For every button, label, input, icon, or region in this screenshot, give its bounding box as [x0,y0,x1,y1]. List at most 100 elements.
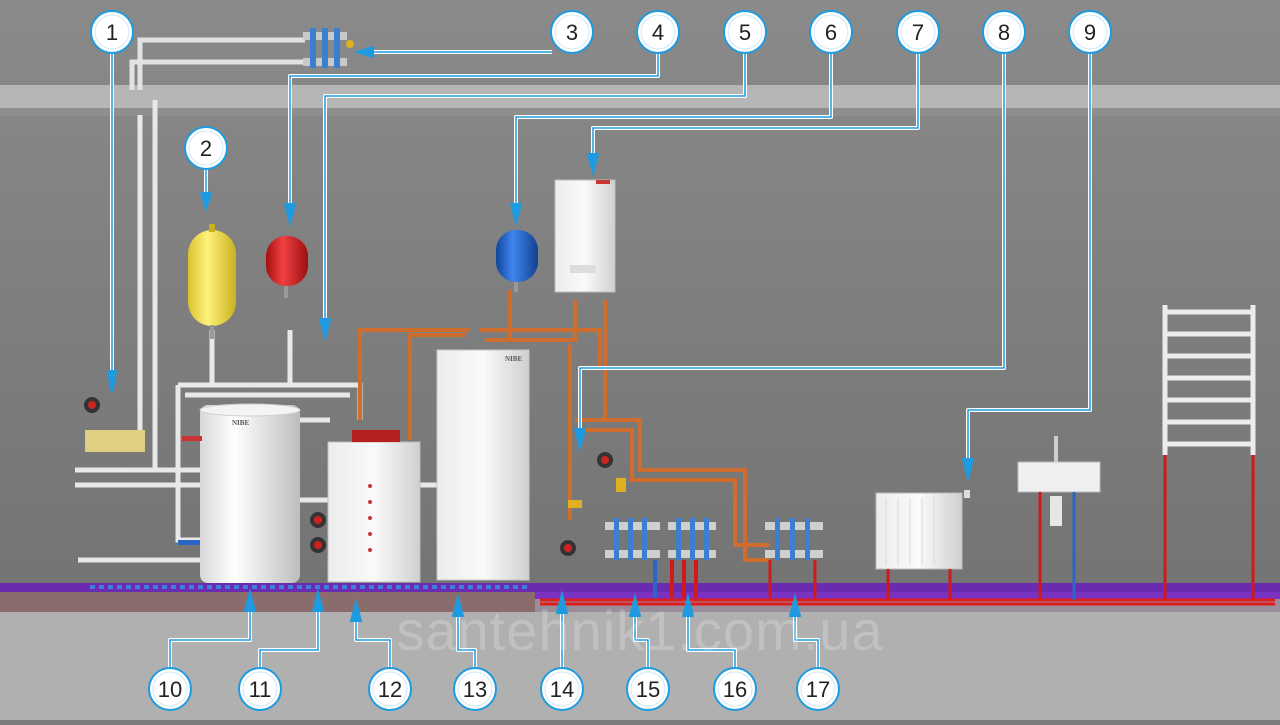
callout-arrowhead-13 [451,593,465,618]
callout-circle-7 [896,10,940,54]
callout-leader-core-15 [634,605,649,669]
mat-cell [387,585,392,589]
callout-label-8: 8 [998,20,1010,45]
callout-8: 8 [982,10,1026,54]
heat-pump: NIBE [436,349,530,581]
mat-cell [342,585,347,589]
callout-arrowhead-6 [509,202,523,227]
callout-circle-4 [636,10,680,54]
callout-circle-17 [796,667,840,711]
callout-arrowhead-7 [586,152,600,177]
callout-15: 15 [626,667,670,711]
callout-inner-ring-11 [242,671,278,707]
upper-manifold [129,28,354,90]
mat-cell [252,585,257,589]
underfloor-heating-pipes [540,598,1275,606]
mat-cell [270,585,275,589]
mat-cell [297,585,302,589]
callout-circle-11 [238,667,282,711]
callout-label-7: 7 [912,20,924,45]
mat-cell [504,585,509,589]
mat-cell [513,585,518,589]
callout-arrowhead-17 [788,593,802,618]
callout-label-14: 14 [550,677,574,702]
mat-cell [162,585,167,589]
callout-12: 12 [368,667,412,711]
mat-cell [486,585,491,589]
callout-arrowhead-5 [318,317,332,342]
callout-arrowhead-16 [681,593,695,618]
callout-circle-5 [723,10,767,54]
expansion-vessel-yellow [188,224,236,339]
mat-cell [396,585,401,589]
callout-inner-ring-1 [94,14,130,50]
mat-cell [225,585,230,589]
callout-circle-3 [550,10,594,54]
mat-cell [360,585,365,589]
storage-tank: NIBE [178,403,301,583]
callout-circle-1 [90,10,134,54]
insulation-mat [90,585,527,589]
mat-cell [495,585,500,589]
mat-cell [117,585,122,589]
callout-leader-core-13 [457,605,476,669]
mat-cell [171,585,176,589]
callout-3: 3 [550,10,594,54]
ceiling-edge [0,108,1280,116]
callout-leader-core-4 [289,52,659,215]
callout-inner-ring-10 [152,671,188,707]
mat-cell [333,585,338,589]
mat-cell [459,585,464,589]
mat-cell [198,585,203,589]
mat-cell [189,585,194,589]
callout-arrowhead-9 [961,457,975,482]
mat-cell [288,585,293,589]
storage-tank-brand: NIBE [232,419,249,427]
mat-cell [279,585,284,589]
callout-circle-12 [368,667,412,711]
floor-slab [0,590,535,612]
callout-inner-ring-9 [1072,14,1108,50]
callout-inner-ring-13 [457,671,493,707]
expansion-vessel-blue [496,230,538,292]
callout-7: 7 [896,10,940,54]
mat-cell [414,585,419,589]
towel-rail [1162,305,1256,600]
mat-cell [99,585,104,589]
callout-circle-9 [1068,10,1112,54]
callout-13: 13 [453,667,497,711]
mat-cell [207,585,212,589]
callout-label-2: 2 [200,136,212,161]
floor-manifolds [605,518,823,598]
radiator [875,490,970,600]
mat-cell [153,585,158,589]
callout-leader-core-12 [355,610,391,669]
callout-11: 11 [238,667,282,711]
callout-6: 6 [809,10,853,54]
callout-label-6: 6 [825,20,837,45]
callout-arrowhead-2 [199,191,213,213]
mat-cell [351,585,356,589]
callout-leader-core-7 [592,52,919,165]
callout-arrowhead-3 [353,45,375,59]
callout-label-12: 12 [378,677,402,702]
callout-label-11: 11 [249,677,272,702]
callout-label-3: 3 [566,20,578,45]
callout-inner-ring-8 [986,14,1022,50]
mat-cell [468,585,473,589]
callout-arrowhead-15 [628,593,642,618]
mat-cell [216,585,221,589]
callout-inner-ring-17 [800,671,836,707]
callout-label-17: 17 [806,677,830,702]
callout-inner-ring-3 [554,14,590,50]
callout-10: 10 [148,667,192,711]
callout-circle-8 [982,10,1026,54]
callout-label-16: 16 [723,677,747,702]
callout-label-13: 13 [463,677,487,702]
mat-cell [378,585,383,589]
callout-leader-core-8 [579,52,1005,440]
callout-arrowhead-12 [349,598,363,623]
callout-inner-ring-2 [188,130,224,166]
